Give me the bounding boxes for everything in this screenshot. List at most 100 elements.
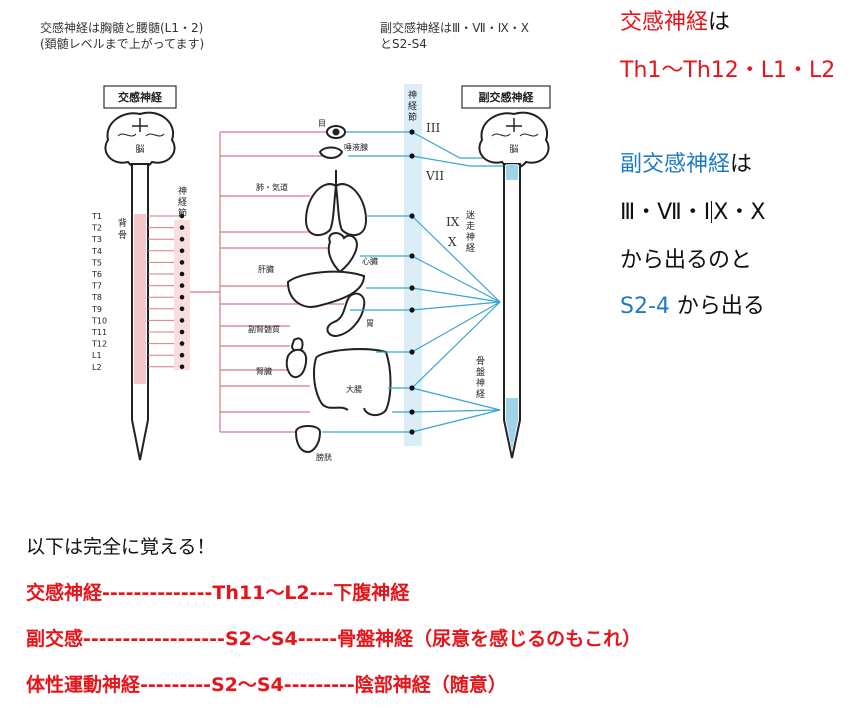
parasympathetic-ganglion-dot [409, 429, 415, 435]
segment-label-l2: L2 [92, 363, 102, 372]
cranial-nerve-vii: VII [425, 169, 444, 183]
parasympathetic-ganglion-dot [409, 213, 415, 219]
segment-label-t3: T3 [91, 235, 102, 244]
side-symp-suffix: は [708, 10, 731, 35]
segment-label-t12: T12 [91, 340, 107, 349]
parasympathetic-caption-line1: 副交感神経はⅢ・Ⅶ・Ⅸ・Ⅹ [380, 21, 529, 35]
side-para-suffix: は [730, 152, 753, 177]
segment-label-t7: T7 [91, 282, 102, 291]
side-para-nerves-b: Ⅹ・Ⅹ [713, 200, 766, 225]
liver-label: 肝臓 [258, 264, 274, 274]
segment-label-t6: T6 [91, 270, 102, 279]
organs [285, 125, 392, 454]
side-symp-heading: 交感神経は [620, 8, 730, 38]
stomach-label: 胃 [366, 319, 374, 328]
ganglion-dot [179, 364, 185, 370]
parasympathetic-caption-line2: とS2-S4 [380, 37, 427, 51]
ganglion-dot [179, 236, 185, 242]
segment-label-t4: T4 [91, 247, 102, 256]
brain-left-icon [104, 111, 176, 169]
parasympathetic-box-label: 副交感神経 [479, 90, 535, 104]
ganglion-dot [179, 318, 185, 323]
sympathetic-caption-line2: (頚髄レベルまで上がってます) [40, 37, 205, 51]
parasympathetic-ganglion-dot [409, 409, 415, 415]
segment-label-t5: T5 [91, 258, 102, 267]
cranial-nerve-iii: III [426, 121, 440, 135]
pupil [332, 128, 340, 136]
stomach-icon [326, 292, 366, 338]
salivary-gland-icon [318, 146, 344, 159]
brain-right-icon [478, 111, 550, 169]
parasympathetic-ganglion-band [404, 84, 422, 446]
segment-label-t11: T11 [91, 328, 107, 337]
segment-label-t10: T10 [91, 316, 107, 325]
side-symp-title: 交感神経 [620, 10, 709, 35]
cranial-nerve-x: X [448, 235, 457, 249]
kidney-icon [285, 348, 308, 379]
ganglion-dot [179, 352, 185, 358]
colon-icon [313, 348, 392, 416]
colon-label: 大腸 [346, 384, 362, 394]
ganglion-dot [179, 341, 185, 346]
brain-right-label: 脳 [509, 143, 518, 155]
thoracolumbar-segment-highlight [134, 214, 146, 384]
eye-label: 目 [318, 119, 326, 128]
ganglion-dot [179, 283, 185, 288]
parasympathetic-fibers [322, 131, 504, 433]
ganglion-dot [179, 271, 185, 277]
bladder-label: 膀胱 [316, 452, 332, 462]
ganglion-dot [179, 225, 185, 230]
ganglion-dot [179, 294, 185, 300]
side-from-text2: から出る [669, 294, 765, 319]
parasympathetic-ganglion-dot [409, 129, 415, 135]
sympathetic-caption-line1: 交感神経は胸髄と腰髄(L1・2) [40, 21, 204, 35]
parasympathetic-ganglion-dot [409, 385, 415, 391]
ganglion-dot [179, 260, 185, 265]
parasympathetic-ganglion-dot [409, 349, 415, 355]
brain-left-label: 脳 [135, 143, 144, 155]
side-symp-levels: Th1〜Th12・L1・L2 [620, 58, 836, 83]
side-s-range: S2-4 [620, 294, 670, 319]
liver-icon [286, 270, 366, 308]
segment-label-t9: T9 [91, 305, 102, 314]
sympathetic-box [103, 85, 177, 109]
heart-label: 心臓 [362, 256, 378, 266]
summary-line-somatic: 体性運動神経---------S2〜S4---------陰部神経（随意） [26, 674, 507, 696]
salivary-label: 唾液腺 [344, 142, 368, 152]
bladder-icon [294, 425, 322, 454]
lung-icon [304, 170, 368, 237]
cranial-nerve-ix: IX [446, 215, 460, 229]
ganglion-dots [179, 213, 185, 370]
sacral-highlight [506, 398, 518, 450]
sympathetic-fibers [190, 131, 344, 433]
parasympathetic-ganglion-dot [409, 153, 415, 159]
kidney-label: 腎臓 [256, 366, 272, 376]
side-para-heading: 副交感神経は [620, 150, 752, 180]
brainstem-highlight [506, 164, 518, 180]
ganglion-right-label: 神経節 [408, 89, 417, 123]
pelvic-nerve-label: 骨盤神経 [476, 356, 485, 400]
segment-label-t2: T2 [91, 224, 102, 233]
ganglion-dot [179, 248, 185, 254]
side-para-nerves-a: Ⅲ・Ⅶ・Ⅰ [620, 200, 711, 225]
parasympathetic-ganglion-dots [409, 129, 415, 435]
parasympathetic-ganglion-dot [409, 253, 415, 259]
parasympathetic-ganglion-dot [409, 307, 415, 313]
parasympathetic-box [461, 85, 551, 109]
ganglion-dot [179, 213, 185, 219]
summary-line-parasympathetic: 副交感------------------S2〜S4-----骨盤神経（尿意を感… [26, 628, 642, 650]
ganglion-dot [179, 329, 185, 335]
text-cursor [711, 201, 713, 223]
ganglion-dot [179, 306, 185, 312]
adrenal-icon [290, 337, 304, 352]
parasympathetic-ganglion-dot [409, 285, 415, 291]
segment-label-t8: T8 [91, 293, 102, 302]
side-sacral-line: S2-4 から出る [620, 292, 765, 322]
adrenal-label: 副腎髄質 [248, 324, 280, 334]
lung-label: 肺・気道 [256, 182, 288, 192]
spine-vertical-label: 背骨 [118, 217, 127, 241]
vagus-label: 迷走神経 [466, 209, 475, 254]
side-para-title: 副交感神経 [620, 152, 731, 177]
sympathetic-box-label: 交感神経 [118, 90, 163, 104]
